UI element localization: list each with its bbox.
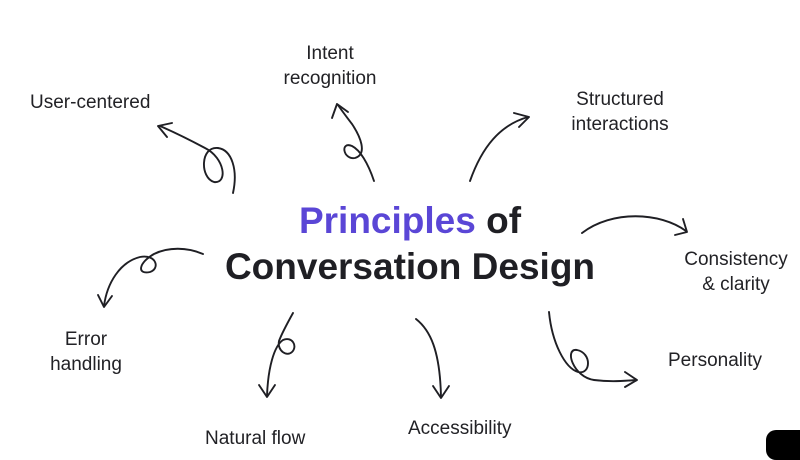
arrow-natural-flow — [258, 312, 296, 398]
diagram-title: Principles of Conversation Design — [190, 198, 630, 290]
arrows-layer — [97, 103, 688, 399]
arrow-structured-interactions — [469, 112, 530, 182]
corner-overlay-shape — [766, 430, 800, 460]
title-of-word: of — [475, 200, 522, 241]
principle-structured-interactions: Structured interactions — [571, 89, 669, 135]
title-accent-word: Principles — [298, 200, 476, 241]
principle-consistency-clarity: Consistency & clarity — [684, 249, 788, 295]
arrow-personality — [548, 311, 638, 388]
arrow-intent-recognition — [331, 103, 375, 182]
principle-intent-recognition: Intent recognition — [283, 43, 377, 89]
arrow-error-handling — [97, 247, 204, 308]
title-line-2: Conversation Design — [224, 246, 596, 287]
title-line-1: Principles of — [190, 198, 630, 244]
arrow-consistency-clarity — [581, 215, 688, 236]
principle-accessibility: Accessibility — [408, 418, 512, 439]
arrow-accessibility — [415, 318, 450, 399]
principle-error-handling: Error handling — [50, 329, 122, 375]
arrow-user-centered — [157, 122, 236, 194]
principle-user-centered: User-centered — [30, 92, 151, 113]
principle-personality: Personality — [668, 350, 762, 371]
principle-natural-flow: Natural flow — [205, 428, 306, 449]
diagram-canvas: Principles of Conversation Design User-c… — [30, 43, 800, 460]
